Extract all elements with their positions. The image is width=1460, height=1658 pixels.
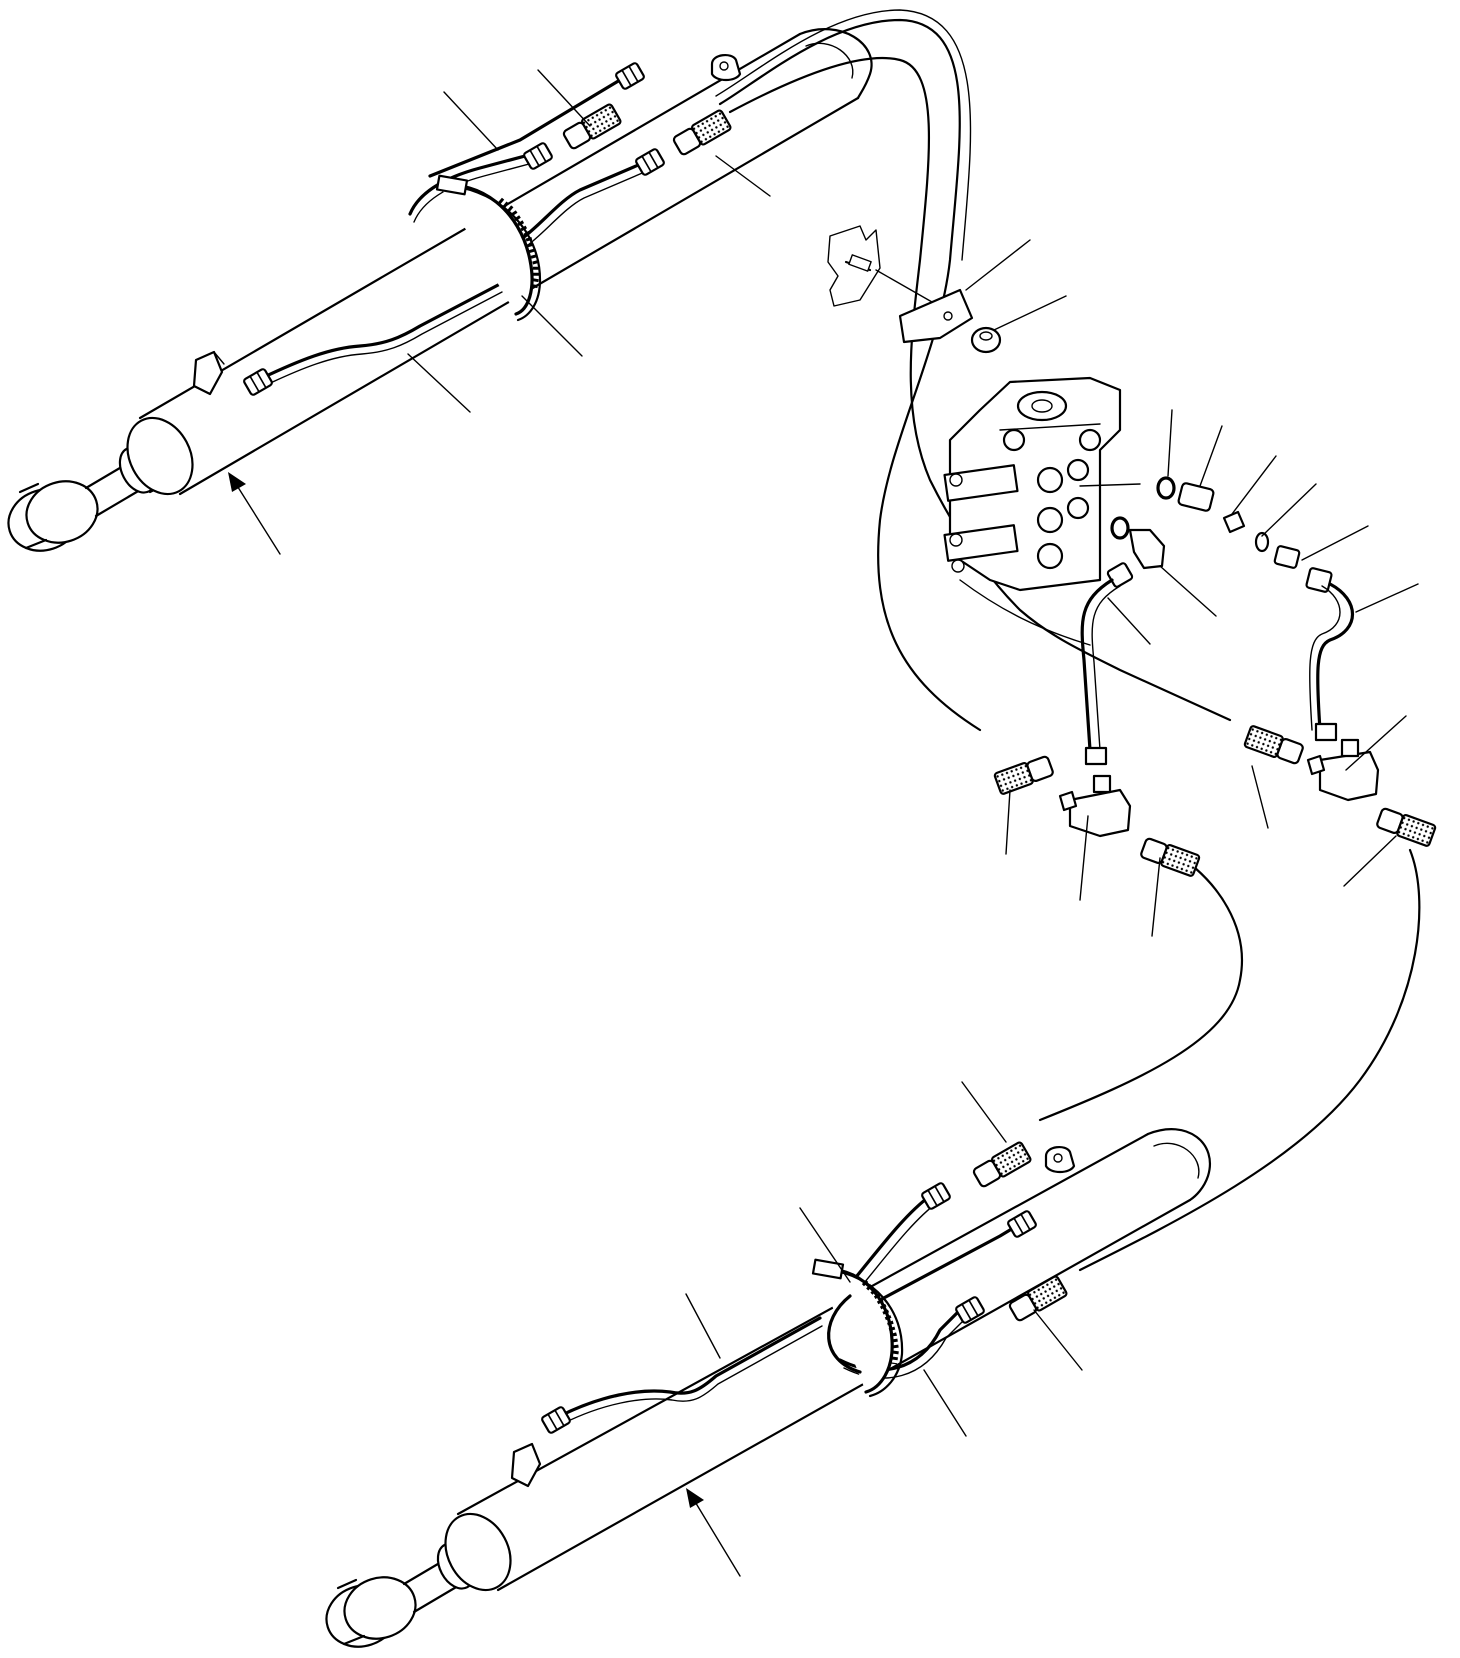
tee-ferrule-right-out [1374,805,1438,848]
lower-hose-clamp [811,1258,904,1398]
tee-ferrule-left-in [992,753,1056,796]
leader-6 [965,239,1031,291]
valve-spools [943,428,1102,573]
bracket-nut [970,326,1002,354]
upper-hose-clamp [435,174,542,322]
leader-10 [1231,455,1277,515]
leader-24 [685,1293,721,1359]
upper-tube-nut-b [522,141,554,171]
leader-22 [961,1081,1007,1143]
upper-rear-port-elbow [192,350,225,396]
lower-hydraulic-cylinder [325,1128,1211,1648]
upper-tube-nut-a [634,147,666,177]
leader-18 [1079,815,1089,901]
valve-fittings-left [1080,516,1166,766]
tee-ferrule-right-in [1242,724,1306,767]
leader-12 [1301,525,1369,561]
leader-4 [521,295,583,357]
leader-17 [1005,789,1011,855]
leader-1 [443,91,499,151]
upper-rod-eye [7,480,99,552]
leader-23 [799,1207,851,1283]
upper-cylinder-arrow [228,472,281,555]
upper-hydraulic-cylinder [7,28,873,552]
leader-14 [1159,565,1217,617]
leader-26 [923,1369,967,1437]
leader-25 [1033,1309,1083,1371]
leader-lines [407,69,1419,1437]
leader-11 [1261,483,1317,537]
upper-barrel [126,28,873,496]
leader-13 [1355,583,1419,613]
tee-fitting-left [1058,774,1132,838]
hose-assemblies [715,9,1421,1272]
lower-cylinder-arrow [686,1488,741,1577]
lower-metal-tubes [540,1181,1038,1435]
leader-21 [1343,835,1397,887]
upper-rear-tube-nut [242,367,274,397]
lower-tube-nut-c [954,1295,986,1325]
lower-tube-nut-b [1006,1209,1038,1239]
lower-rod-eye [325,1576,417,1648]
leader-16 [1345,715,1407,771]
leader-5 [407,353,471,413]
leader-7 [993,295,1067,331]
lower-tube-nut-a [920,1181,952,1211]
lower-barrel [444,1128,1211,1592]
frame-bracket [827,225,1002,354]
upper-head-port [710,54,742,82]
leader-19 [1151,857,1161,937]
valve-fittings-right [1156,476,1355,742]
control-valve [943,376,1141,592]
leader-3 [715,155,771,197]
leader-15 [1107,597,1151,645]
lower-rear-tube-nut [540,1405,572,1435]
upper-hose-ferrule-a [670,108,733,158]
leader-20 [1251,765,1269,829]
tee-ferrule-left-out [1138,835,1202,878]
upper-tube-nut-c [614,61,646,91]
lower-hose-ferrule-a [970,1140,1033,1190]
leader-9 [1199,425,1223,487]
direction-arrows [228,472,741,1577]
leader-2 [537,69,591,127]
leader-8 [1167,409,1173,477]
tee-fitting-right [1306,738,1380,802]
lower-head-port [1044,1146,1076,1174]
lower-rear-port-elbow [510,1442,542,1488]
